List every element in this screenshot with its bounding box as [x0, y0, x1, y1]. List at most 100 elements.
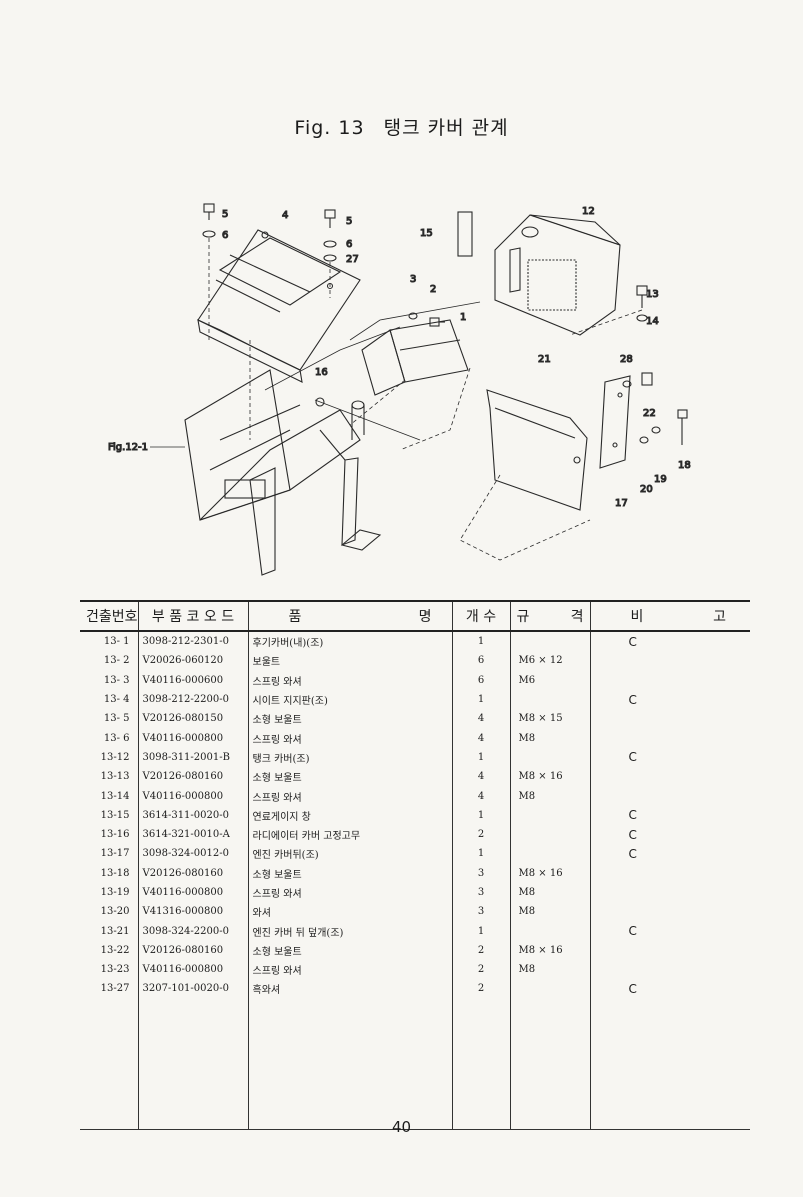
parts-list-table: 건출번호 부 품 코 오 드 품 명 개 수 규 격 비 고	[80, 600, 750, 1130]
cell-spec: M8	[509, 728, 590, 748]
cell-qty: 1	[451, 805, 510, 825]
header-part-name: 품 명	[247, 600, 452, 632]
radiator-cover-rubber	[315, 397, 325, 407]
cell-remark	[589, 786, 750, 806]
label-21: 21	[538, 354, 551, 365]
cell-spec: M6 × 12	[509, 651, 590, 671]
header-part-code: 부 품 코 오 드	[137, 600, 248, 632]
cell-qty: 1	[451, 689, 510, 710]
washer-20	[639, 436, 649, 444]
cell-code: 3207-101-0020-0	[137, 979, 248, 999]
cell-remark	[589, 863, 750, 883]
bolt-18	[677, 409, 688, 445]
cell-remark	[589, 960, 750, 980]
cell-qty: 1	[451, 921, 510, 941]
cell-no: 13-14	[100, 790, 130, 802]
cell-name: 스프링 와셔	[247, 882, 452, 903]
figure-title: Fig. 13 탱크 카버 관계	[0, 113, 803, 140]
label-22: 22	[643, 408, 656, 419]
label-16: 16	[315, 367, 328, 378]
label-5b: 5	[346, 216, 352, 227]
figure-caption: 탱크 카버 관계	[383, 117, 509, 139]
cell-spec: M6	[509, 670, 590, 690]
cell-remark: C	[589, 979, 750, 999]
table-header-row: 건출번호 부 품 코 오 드 품 명 개 수 규 격 비 고	[80, 600, 750, 632]
cell-code: V20026-060120	[137, 651, 248, 671]
label-14: 14	[646, 316, 659, 327]
cell-spec	[509, 979, 590, 999]
cell-code: 3098-324-2200-0	[137, 921, 248, 941]
cell-spec: M8 × 16	[509, 767, 590, 787]
cell-name: 스프링 와셔	[247, 670, 452, 690]
cell-name: 스프링 와셔	[247, 786, 452, 806]
cell-spec: M8 × 15	[509, 709, 590, 729]
cell-name: 엔진 카버 뒤 덮개(조)	[247, 921, 452, 941]
label-19: 19	[654, 474, 667, 485]
cell-no: 13- 3	[103, 674, 130, 686]
label-28: 28	[620, 354, 633, 365]
cell-spec	[509, 844, 590, 864]
cell-no: 13- 2	[103, 655, 130, 667]
engine-rear-cover	[486, 389, 588, 511]
label-17: 17	[615, 498, 628, 509]
label-5a: 5	[222, 209, 228, 220]
cell-name: 소형 보울트	[247, 863, 452, 883]
cell-code: V20126-080160	[137, 940, 248, 961]
cell-spec: M8 × 16	[509, 940, 590, 961]
cell-name: 와셔	[247, 902, 452, 922]
cell-no: 13-13	[100, 771, 130, 783]
cell-qty: 2	[451, 979, 510, 999]
cell-code: V40116-000800	[137, 882, 248, 903]
cell-spec	[509, 689, 590, 710]
cell-qty: 4	[451, 728, 510, 748]
washer-28	[622, 380, 632, 388]
cell-spec	[509, 747, 590, 768]
main-frame	[184, 369, 382, 576]
cell-no: 13- 6	[103, 732, 130, 744]
cell-remark: C	[589, 689, 750, 710]
cell-no: 13-12	[100, 751, 130, 763]
cell-no: 13-17	[100, 848, 130, 860]
bolt-13	[636, 285, 648, 322]
cell-qty: 1	[451, 747, 510, 768]
cell-code: 3614-311-0020-0	[137, 805, 248, 825]
cell-code: V40116-000800	[137, 786, 248, 806]
cell-qty: 1	[451, 844, 510, 864]
exploded-parts-diagram: 5 6 4 5 6 27 15 12 3 2 1 13 14 16 21 28 …	[107, 203, 691, 576]
label-6a: 6	[222, 230, 228, 241]
cell-qty: 4	[451, 709, 510, 729]
cell-no: 13- 5	[103, 713, 130, 725]
cell-spec: M8 × 16	[509, 863, 590, 883]
label-20: 20	[640, 484, 653, 495]
cell-name: 스프링 와셔	[247, 728, 452, 748]
cell-spec: M8	[509, 902, 590, 922]
cell-name: 연료게이지 창	[247, 805, 452, 825]
cell-remark	[589, 882, 750, 903]
cell-no: 13-21	[100, 925, 130, 937]
cell-name: 탱크 카버(조)	[247, 747, 452, 768]
cell-name: 소형 보울트	[247, 709, 452, 729]
cell-spec	[509, 824, 590, 845]
cell-qty: 3	[451, 882, 510, 903]
cell-qty: 6	[451, 651, 510, 671]
cell-name: 소형 보울트	[247, 767, 452, 787]
cell-name: 후기카버(내)(조)	[247, 631, 452, 652]
cell-no: 13- 1	[103, 636, 130, 648]
cell-code: V41316-000800	[137, 902, 248, 922]
cell-spec: M8	[509, 882, 590, 903]
cell-remark	[589, 651, 750, 671]
cell-qty: 6	[451, 670, 510, 690]
cell-remark: C	[589, 824, 750, 845]
cell-remark	[589, 728, 750, 748]
cell-name: 소형 보울트	[247, 940, 452, 961]
cell-name: 보울트	[247, 651, 452, 671]
